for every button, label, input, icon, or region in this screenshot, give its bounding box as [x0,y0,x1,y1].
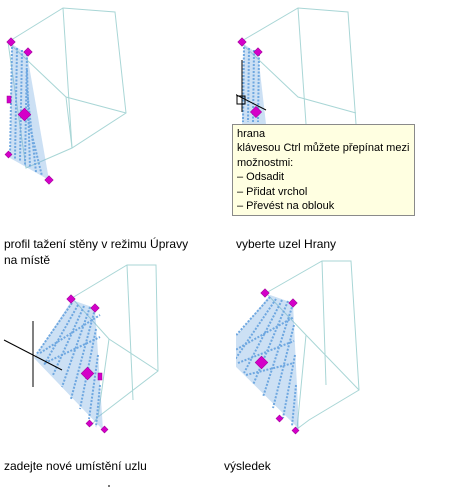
tooltip-hint-line-2: možnostmi: [237,156,294,169]
wireframe-box [71,264,159,427]
tooltip-option-convert-to-arc: – Převést na oblouk [237,200,335,213]
caption-panel-4: výsledek [224,459,271,473]
center-grip [80,366,95,381]
vertex-grip-top-left [237,37,247,47]
tooltip-title: hrana [237,128,266,140]
grips[interactable] [4,37,54,185]
panel-result [236,245,472,490]
tooltip-option-add-vertex: – Přidat vrchol [237,185,308,198]
vertex-grip-top-left [6,37,16,47]
grips[interactable] [236,288,300,435]
center-grip [254,355,269,370]
crosshair-cursor [3,321,63,387]
tooltip-option-offset: – Odsadit [237,171,285,184]
panel-new-node-location [0,245,236,490]
edge-tooltip: hrana klávesou Ctrl můžete přepínat mezi… [232,124,415,216]
center-grip [17,107,32,122]
center-grip [249,105,263,119]
stray-dot [108,485,110,487]
wireframe-box [7,7,127,169]
caption-panel-1: profil tažení stěny v režimu Úpravy na m… [4,236,188,268]
edge-grip-left [6,95,12,104]
caption-panel-2: vyberte uzel Hrany [236,237,337,251]
edge-grip-right [97,372,103,381]
crosshair-cursor [236,60,267,112]
vertex-grip-top-right [90,303,100,313]
vertex-grip-bottom-right [100,425,109,434]
wall-profile [34,300,103,430]
grips[interactable] [66,294,109,434]
caption-line-2: na místě [4,253,51,267]
panel-profile-edit-mode [0,0,236,245]
panel-select-edge [236,0,472,245]
drawing-viewport-1 [4,7,127,185]
wireframe-box [239,7,357,125]
vertex-grip-top-left [66,294,76,304]
vertex-grip-bottom-right [291,426,300,435]
drawing-viewport-2 [236,7,357,125]
caption-panel-3: zadejte nové umístění uzlu [4,459,147,473]
grips[interactable] [237,37,263,119]
wall-profile [9,44,49,180]
caption-line-1: profil tažení stěny v režimu Úpravy [4,237,189,251]
vertex-grip-top-left [260,288,270,298]
vertex-grip-bottom-right [44,175,54,185]
tooltip-hint-line-1: klávesou Ctrl můžete přepínat mezi [237,142,410,155]
vertex-grip-top-right [288,298,298,308]
vertex-grip-bottom-left [275,414,284,423]
vertex-grip-top-right [253,47,263,57]
vertex-grip-top-right [23,47,33,57]
drawing-viewport-4 [236,260,360,435]
drawing-viewport-3 [3,264,159,434]
vertex-grip-bottom-left [4,150,13,159]
vertex-grip-bottom-left [85,419,94,428]
